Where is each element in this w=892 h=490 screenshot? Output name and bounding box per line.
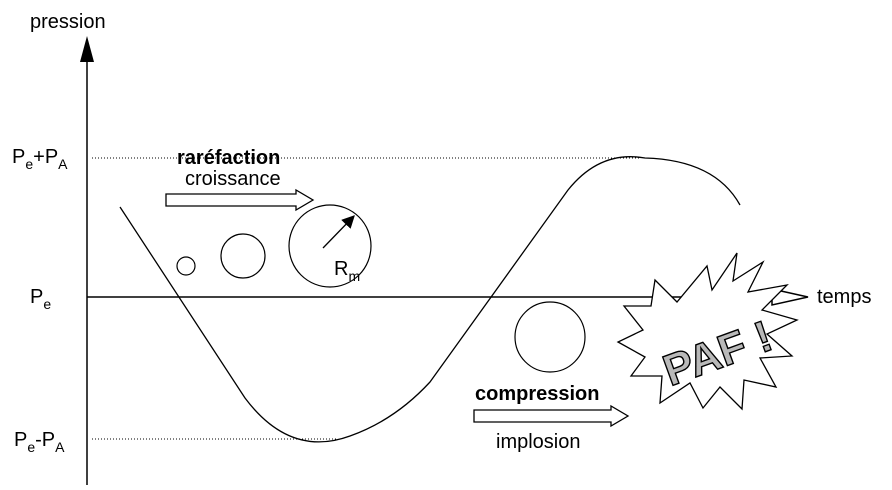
rarefaction-title: raréfaction [177, 147, 280, 169]
ambient-pressure-label: Pe [30, 286, 51, 312]
compression-subtitle: implosion [496, 431, 580, 453]
min-pressure-label: Pe-PA [14, 429, 65, 455]
radius-label: Rm [334, 258, 360, 284]
y-axis [80, 36, 94, 485]
bubble-compressed [514, 301, 586, 373]
max-pressure-label: Pe+PA [12, 146, 68, 172]
rarefaction-subtitle: croissance [185, 168, 281, 190]
bubble-large [288, 204, 372, 288]
growth-arrow [165, 188, 315, 212]
implosion-arrow [473, 404, 630, 428]
y-axis-label: pression [30, 11, 106, 33]
bubble-medium [220, 233, 266, 279]
bubble-small [176, 256, 196, 276]
burst-starburst: PAF ! [616, 252, 799, 411]
radius-arrow [322, 215, 355, 249]
pressure-wave [119, 156, 741, 443]
compression-title: compression [475, 383, 599, 405]
x-axis-label: temps [817, 286, 871, 308]
